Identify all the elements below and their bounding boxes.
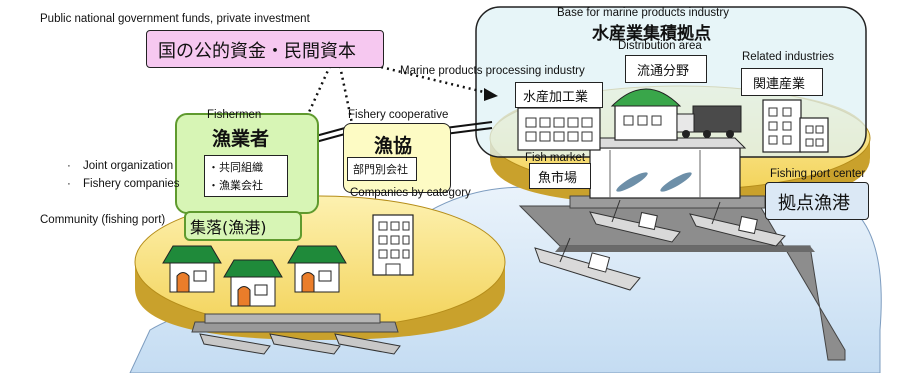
base-label-en: Base for marine products industry [557,7,729,19]
house-2 [223,259,283,307]
port-center-box [765,182,869,220]
boat-1 [589,199,681,243]
fish-market-label-en: Fish market [525,152,586,164]
funds-box [146,30,384,68]
bullet-1: · [67,160,71,172]
related-jp: 関連産業 [753,77,806,92]
distribution-label-en: Distribution area [618,40,702,52]
fishermen-org-box [204,155,288,197]
company-building [372,214,414,276]
community-jp: 集落(漁港) [190,218,267,237]
bullet-2: · [67,178,71,190]
fishing-port-quay [518,195,846,361]
boat-2 [689,201,786,247]
community-label-en: Community (fishing port) [40,214,166,226]
processing-jp: 水産加工業 [523,90,589,105]
category-label-en: Companies by category [350,187,471,199]
joint-organization-jp: ・共同組織 [208,161,263,174]
fishermen-title-jp: 漁業者 [212,128,270,150]
related-box [741,68,823,96]
truck [676,105,742,138]
processing-factory [517,107,601,151]
related-label-en: Related industries [742,51,835,63]
related-buildings [762,99,829,153]
warehouse [610,88,682,141]
fishery-companies-jp: ・漁業会社 [208,179,263,192]
fish-market-box [529,163,591,189]
distribution-box [625,55,707,83]
processing-box [515,82,603,108]
coop-label-en: Fishery cooperative [348,109,449,121]
processing-label-en: Marine products processing industry [400,65,585,77]
fishermen-label-en: Fishermen [207,109,262,121]
port-center-jp: 拠点漁港 [778,193,850,214]
funds-jp: 国の公的資金・民間資本 [158,41,356,62]
boat-3 [534,237,641,291]
community-box [184,211,302,241]
distribution-jp: 流通分野 [637,64,690,79]
fishery-companies-en: Fishery companies [83,178,180,190]
funds-label-en: Public national government funds, privat… [40,13,310,25]
fish-market-building [583,137,747,199]
base-title-jp: 水産業集積拠点 [592,24,711,44]
community-pier [191,313,399,333]
category-company-box [347,157,417,181]
house-1 [162,245,222,293]
coop-title-jp: 漁協 [374,135,413,157]
small-boats [199,333,401,355]
joint-organization-en: Joint organization [83,160,174,172]
category-company-jp: 部門別会社 [353,163,408,176]
house-3 [287,245,347,293]
port-center-label-en: Fishing port center [770,168,866,180]
fish-market-jp: 魚市場 [538,171,578,186]
fishermen-box [175,113,319,214]
